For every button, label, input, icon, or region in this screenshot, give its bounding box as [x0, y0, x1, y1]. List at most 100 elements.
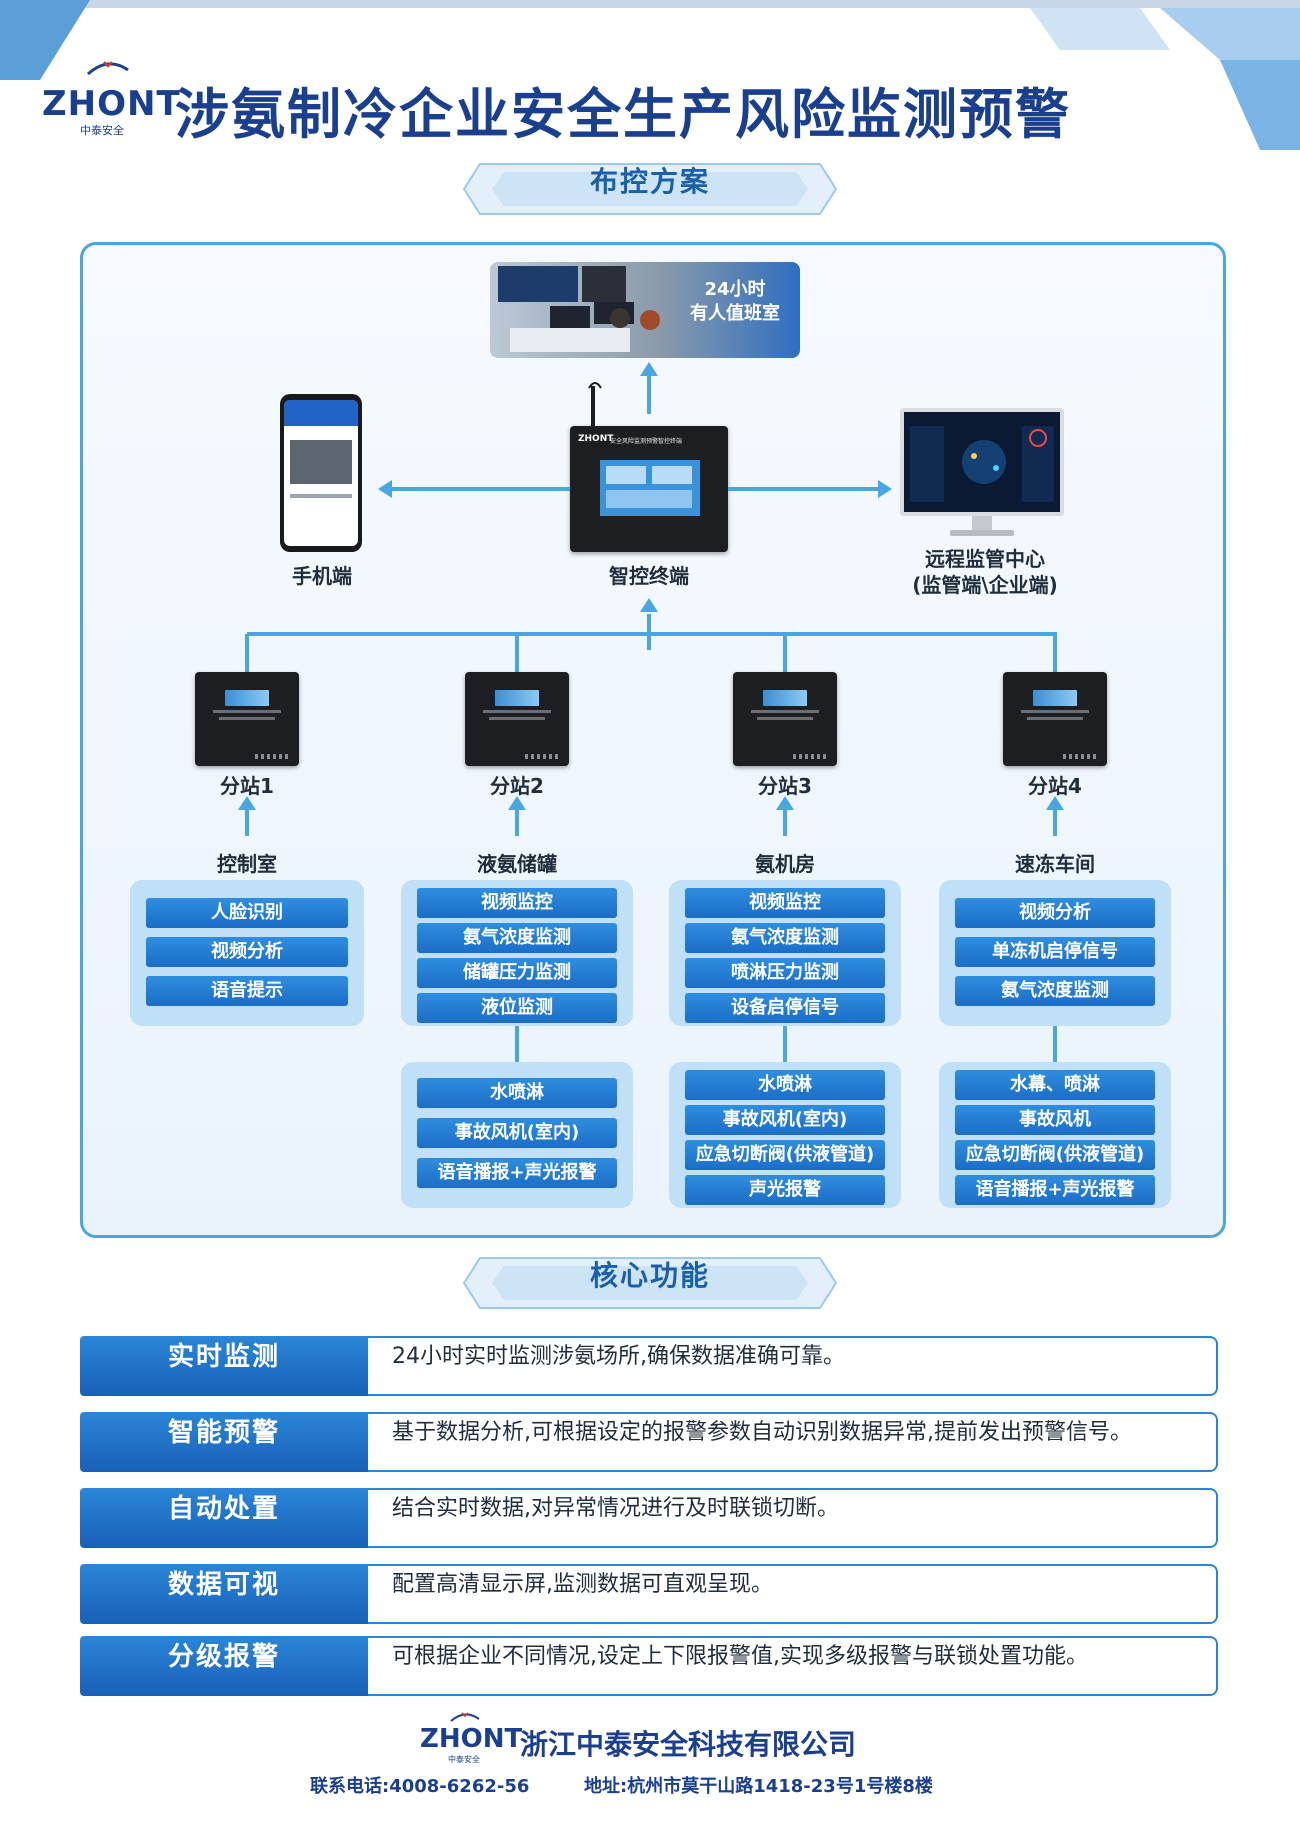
duty-room-line2: 有人值班室 [690, 303, 780, 324]
connector-station [1053, 634, 1057, 672]
footer-logo-subtext: 中泰安全 [448, 1755, 480, 1764]
connector-station [515, 634, 519, 672]
device-part [525, 754, 559, 759]
antenna-icon [583, 378, 603, 428]
disposal-group: 水喷淋事故风机(室内)应急切断阀(供液管道)声光报警 [669, 1062, 901, 1208]
section-title-layout: 布控方案 [589, 165, 710, 198]
disposal-group: 水喷淋事故风机(室内)语音播报+声光报警 [401, 1062, 633, 1208]
device-part [1063, 754, 1097, 759]
disposal-item: 语音播报+声光报警 [955, 1175, 1155, 1205]
duty-room-line1: 24小时 [704, 279, 766, 300]
monitoring-item: 单冻机启停信号 [955, 937, 1155, 967]
monitoring-item: 语音提示 [146, 976, 348, 1006]
feature-text: 结合实时数据,对异常情况进行及时联锁切断。 [392, 1496, 839, 1521]
feature-text: 基于数据分析,可根据设定的报警参数自动识别数据异常,提前发出预警信号。 [392, 1420, 1132, 1445]
connector-group [515, 1026, 519, 1062]
arrow-up-icon [1046, 796, 1064, 810]
monitoring-group: 视频分析单冻机启停信号氨气浓度监测 [939, 880, 1171, 1026]
connector-terminal-duty [647, 374, 651, 414]
monitoring-group: 视频监控氨气浓度监测储罐压力监测液位监测 [401, 880, 633, 1026]
device-part [1033, 690, 1077, 706]
feature-row: 实时监测 24小时实时监测涉氨场所,确保数据准确可靠。 [80, 1336, 1220, 1396]
smart-terminal-device: ZHONT 安全风险监测预警智控终端 [570, 426, 728, 552]
station-label: 分站3 [758, 774, 812, 798]
arrow-right-icon [878, 480, 892, 498]
control-room-image [490, 262, 800, 358]
terminal-label: 智控终端 [609, 564, 689, 588]
station-label: 分站4 [1028, 774, 1082, 798]
monitoring-item: 视频监控 [685, 888, 885, 918]
ribbon-shape [462, 1257, 838, 1309]
feature-row: 分级报警 可根据企业不同情况,设定上下限报警值,实现多级报警与联锁处置功能。 [80, 1636, 1220, 1696]
device-part [763, 690, 807, 706]
monitoring-group: 视频监控氨气浓度监测喷淋压力监测设备启停信号 [669, 880, 901, 1026]
device-part [213, 710, 281, 713]
connector-location [515, 806, 519, 836]
top-bar [0, 0, 1300, 8]
device-part [1027, 717, 1083, 720]
disposal-item: 事故风机(室内) [685, 1105, 885, 1135]
remote-label: 远程监管中心 (监管端\企业端) [900, 546, 1070, 598]
device-part [489, 717, 545, 720]
contact-phone: 联系电话:4008-6262-56 [310, 1776, 530, 1797]
logo-text: ZHONT [42, 84, 181, 124]
connector-remote [728, 487, 878, 491]
monitoring-group: 人脸识别视频分析语音提示 [130, 880, 364, 1026]
feature-text: 配置高清显示屏,监测数据可直观呈现。 [392, 1572, 773, 1597]
feature-row: 智能预警 基于数据分析,可根据设定的报警参数自动识别数据异常,提前发出预警信号。 [80, 1412, 1220, 1472]
disposal-group: 水幕、喷淋事故风机应急切断阀(供液管道)语音播报+声光报警 [939, 1062, 1171, 1208]
connector-location [783, 806, 787, 836]
connector-station [245, 634, 249, 672]
logo-swoosh-icon [450, 1712, 480, 1722]
disposal-item: 应急切断阀(供液管道) [955, 1140, 1155, 1170]
remote-label-line1: 远程监管中心 [925, 547, 1045, 571]
page-title: 涉氨制冷企业安全生产风险监测预警 [175, 83, 1071, 146]
top-left-decoration [0, 0, 90, 80]
phone-label: 手机端 [292, 564, 352, 588]
device-part [255, 754, 289, 759]
feature-label: 分级报警 [80, 1636, 368, 1696]
footer-logo: ZHONT 中泰安全 [420, 1712, 522, 1764]
connector-location [1053, 806, 1057, 836]
footer-logo-text: ZHONT [420, 1724, 523, 1754]
disposal-item: 事故风机(室内) [417, 1118, 617, 1148]
device-part [219, 717, 275, 720]
station-device [195, 672, 299, 766]
remote-label-line2: (监管端\企业端) [912, 573, 1058, 597]
monitoring-item: 设备启停信号 [685, 993, 885, 1023]
location-label: 速冻车间 [1015, 852, 1095, 876]
device-part [757, 717, 813, 720]
connector-station [783, 634, 787, 672]
station-label: 分站2 [490, 774, 544, 798]
feature-label: 实时监测 [80, 1336, 368, 1396]
connector-phone [392, 487, 570, 491]
arrow-up-icon [640, 598, 658, 612]
brand-logo: ZHONT 中泰安全 [42, 60, 180, 138]
connector-group [783, 1026, 787, 1062]
device-part [483, 710, 551, 713]
device-part [751, 710, 819, 713]
ribbon-shape [462, 163, 838, 215]
section-ribbon-features: 核心功能 [460, 1254, 840, 1312]
monitoring-item: 液位监测 [417, 993, 617, 1023]
duty-room-photo: 24小时 有人值班室 [490, 262, 800, 358]
monitoring-item: 喷淋压力监测 [685, 958, 885, 988]
disposal-item: 声光报警 [685, 1175, 885, 1205]
station-device [733, 672, 837, 766]
device-part [1021, 710, 1089, 713]
location-label: 液氨储罐 [477, 852, 557, 876]
location-label: 氨机房 [755, 852, 815, 876]
arrow-up-icon [640, 362, 658, 376]
station-device [1003, 672, 1107, 766]
disposal-item: 事故风机 [955, 1105, 1155, 1135]
arrow-up-icon [776, 796, 794, 810]
device-part [793, 754, 827, 759]
logo-subtext: 中泰安全 [80, 124, 124, 137]
monitoring-item: 人脸识别 [146, 898, 348, 928]
section-title-features: 核心功能 [589, 1259, 710, 1292]
feature-label: 智能预警 [80, 1412, 368, 1472]
logo-swoosh-icon [86, 61, 129, 76]
company-name: 浙江中泰安全科技有限公司 [520, 1728, 857, 1761]
station-label: 分站1 [220, 774, 274, 798]
monitoring-item: 视频分析 [955, 898, 1155, 928]
